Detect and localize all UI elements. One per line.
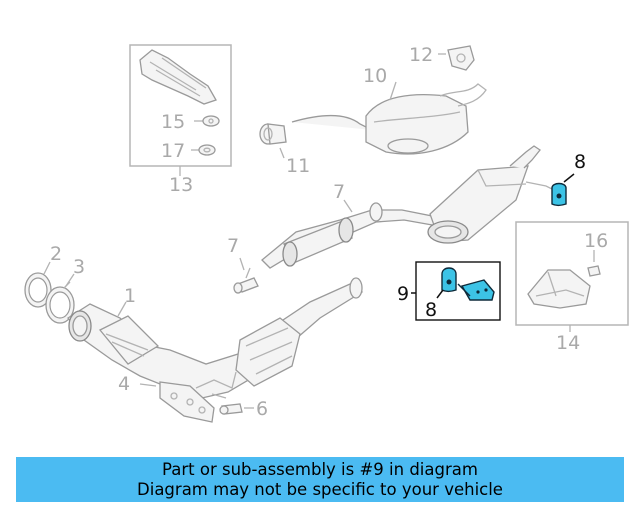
clamp-11-illustration (259, 123, 287, 145)
callout-1: 1 (124, 285, 136, 307)
group-box-9 (415, 261, 501, 321)
callout-9: 9 (397, 283, 409, 305)
resonator-10-illustration (291, 83, 487, 155)
callout-2: 2 (50, 243, 62, 265)
info-banner: Part or sub-assembly is #9 in diagram Di… (16, 457, 624, 502)
callout-10: 10 (363, 65, 387, 87)
isolator-8-top-highlight (551, 182, 567, 207)
callout-4: 4 (118, 373, 130, 395)
callout-15: 16 (584, 230, 608, 252)
sensor-7-illustration (233, 267, 259, 294)
callout-13: 13 (169, 174, 193, 196)
leader-8-top (563, 173, 575, 183)
bolt-16-illustration (194, 115, 220, 127)
leader-8-box (436, 289, 444, 299)
exhaust-parts-diagram: 15 17 13 10 12 11 7 (24, 44, 629, 423)
callout-14: 14 (556, 332, 580, 354)
callout-16: 15 (161, 111, 185, 133)
catalytic-converter-1-illustration (67, 277, 364, 399)
isolator-8-box-highlight (441, 267, 457, 293)
heat-shield-illustration (139, 49, 217, 105)
gasket-2-illustration (24, 272, 52, 308)
callout-8-box: 8 (425, 299, 437, 321)
sensor-wire (195, 371, 237, 399)
hanger-bracket-9-highlight (457, 279, 495, 301)
callout-3: 3 (73, 256, 85, 278)
clamp-3-illustration (45, 281, 75, 324)
callout-17: 17 (161, 140, 185, 162)
callout-11: 11 (286, 155, 310, 177)
callout-8-top: 8 (574, 151, 586, 173)
banner-line-2: Diagram may not be specific to your vehi… (137, 480, 503, 499)
washer-17-illustration (191, 144, 216, 156)
flange-gasket-4-illustration (159, 381, 215, 423)
intermediate-pipe-6-illustration (261, 202, 440, 269)
muffler-illustration (427, 145, 555, 244)
group-box-14 (515, 221, 629, 326)
callout-12: 12 (409, 44, 433, 66)
nut-15-illustration (587, 265, 601, 277)
callout-5: 6 (256, 398, 268, 420)
banner-line-1: Part or sub-assembly is #9 in diagram (162, 460, 478, 479)
heat-shield-14-illustration (527, 269, 591, 309)
hanger-12-illustration (447, 45, 475, 71)
callout-6: 7 (333, 181, 345, 203)
callout-7: 7 (227, 235, 239, 257)
bolt-5-illustration (219, 403, 243, 415)
